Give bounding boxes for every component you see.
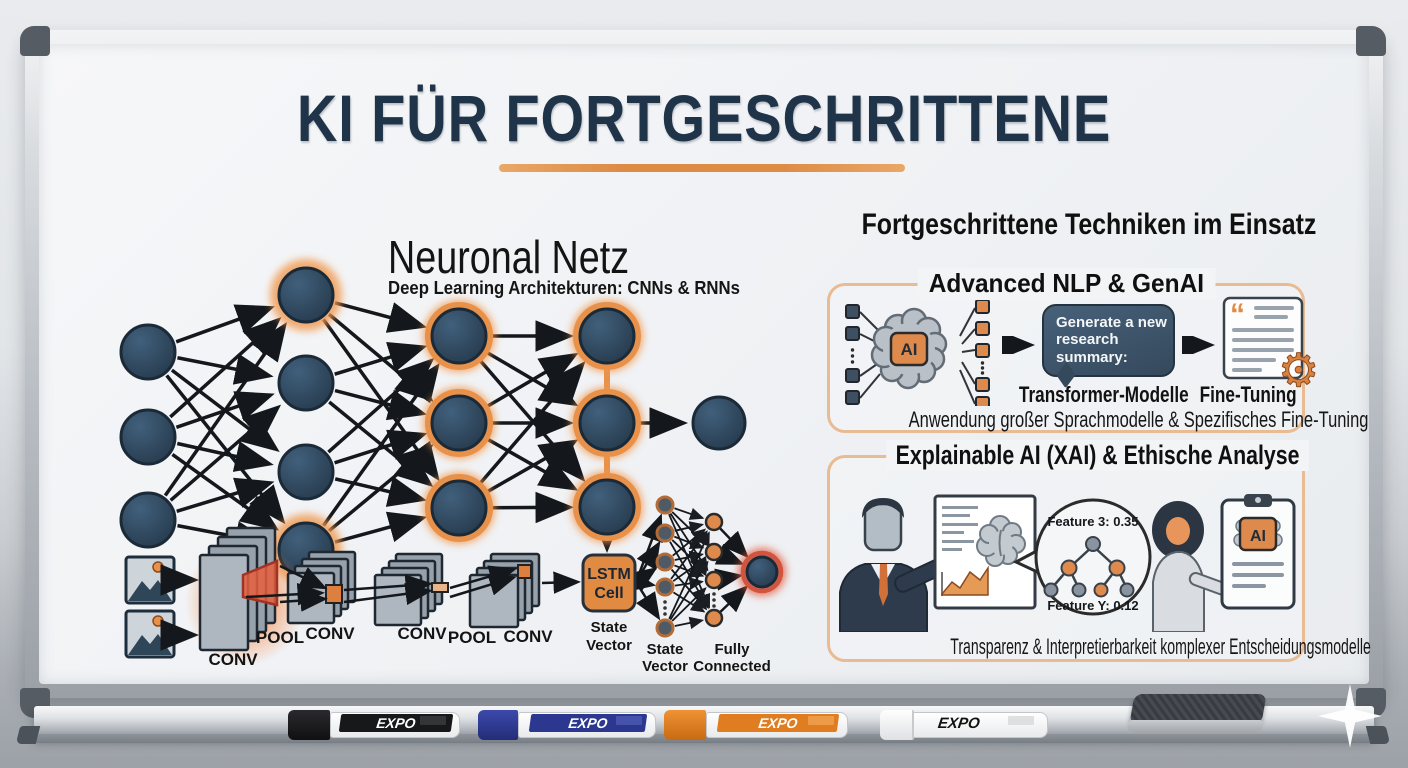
state-vector-label-lstm: State Vector (586, 619, 632, 654)
svg-text:AI: AI (901, 340, 918, 359)
fully-connected-label: Fully Connected (693, 641, 771, 675)
xai-scene: Feature 3: 0.35 Feature Y: 0.12 (839, 494, 1296, 632)
xai-caption: Transparenz & Interpretierbarkeit komple… (950, 634, 1371, 659)
svg-text:State: State (647, 641, 684, 658)
quote-icon: “ (1230, 298, 1245, 331)
ai-clipboard-icon: AI (1220, 494, 1296, 610)
page-title: KI FÜR FORTGESCHRITTENE (296, 81, 1112, 155)
feature-bubble: Feature 3: 0.35 Feature Y: 0.12 (1012, 498, 1152, 616)
svg-text:Feature Y: 0.12: Feature Y: 0.12 (1047, 598, 1138, 613)
nlp-card-title: Advanced NLP & GenAI (830, 268, 1302, 299)
finetuning-label: Fine-Tuning (1199, 382, 1297, 407)
state-vector-label-column: State Vector (642, 641, 688, 675)
eraser-base (1127, 720, 1263, 731)
cnn-label-pool2: POOL (448, 628, 496, 647)
prompt-bubble: Generate a new research summary: (1042, 304, 1175, 377)
xai-card: Explainable AI (XAI) & Ethische Analyse (827, 440, 1371, 662)
gear-icon: ⚙ (1278, 344, 1319, 390)
lstm-cell: LSTM Cell (581, 553, 637, 613)
right-section-heading: Fortgeschrittene Techniken im Einsatz (861, 208, 1317, 241)
svg-text:AI: AI (1250, 528, 1266, 545)
ai-chip (889, 331, 929, 367)
network-subheading: Deep Learning Architekturen: CNNs & RNNs (388, 278, 740, 298)
marker-black: EXPO (288, 710, 460, 740)
marker-blue: EXPO (478, 710, 656, 740)
xai-card-title: Explainable AI (XAI) & Ethische Analyse (830, 440, 1309, 471)
network-heading: Neuronal Netz (388, 231, 630, 283)
transformer-label: Transformer-Modelle (1018, 382, 1189, 407)
mini-chart-icon (941, 565, 989, 596)
cnn-label-conv3: CONV (397, 624, 447, 643)
svg-text:Connected: Connected (693, 658, 771, 675)
marker-white: EXPO (880, 710, 1048, 740)
arrow-right-icon (1182, 336, 1215, 354)
svg-text:State: State (591, 619, 628, 636)
token-brain-icon: AI (845, 300, 990, 406)
arrow-right-icon (1002, 336, 1035, 354)
cnn-label-pool1: POOL (256, 628, 304, 647)
svg-text:Vector: Vector (586, 637, 632, 654)
document-gear-icon: “ ⚙ (1222, 296, 1320, 390)
presentation-screen-icon (933, 494, 1037, 610)
svg-text:Fully: Fully (714, 641, 750, 658)
svg-text:LSTM: LSTM (587, 566, 631, 583)
frame-corner-top-right (1356, 26, 1386, 56)
marker-orange: EXPO (664, 710, 848, 740)
tray-end-cap-right (1365, 726, 1391, 744)
svg-text:Vector: Vector (642, 658, 688, 675)
svg-text:Feature 3: 0.35: Feature 3: 0.35 (1047, 514, 1138, 529)
nlp-caption: Anwendung großer Sprachmodelle & Spezifi… (908, 407, 1369, 432)
cnn-label-conv1: CONV (208, 650, 258, 669)
svg-text:Cell: Cell (594, 585, 623, 602)
cnn-label-conv4: CONV (503, 627, 553, 646)
neural-network-diagram: CONV POOL CONV CONV POOL CONV LSTM Cell … (119, 259, 786, 675)
frame-corner-top-left (20, 26, 50, 56)
nlp-card: Advanced NLP & GenAI AI (827, 268, 1369, 433)
cnn-label-conv2: CONV (305, 624, 355, 643)
title-underline (499, 164, 905, 172)
